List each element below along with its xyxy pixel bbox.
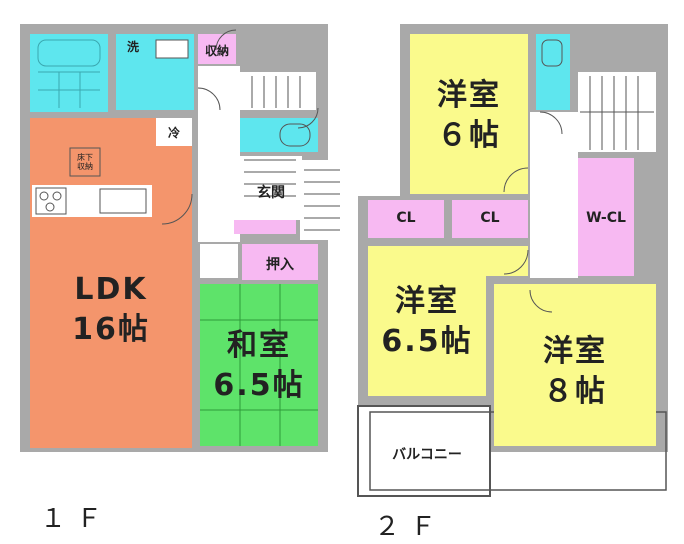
tatami-lines	[200, 284, 318, 446]
underfloor-storage-label: 床下 収納	[77, 153, 93, 171]
western-65-label: 洋室 6.5帖	[381, 284, 473, 359]
bath-tiles	[37, 39, 101, 108]
ldk-room	[30, 118, 192, 448]
western-6-label: 洋室 ６帖	[437, 78, 501, 153]
fridge-label: 冷	[167, 126, 180, 140]
wcl-label: W-CL	[586, 210, 626, 226]
toilet-2f	[536, 34, 570, 110]
entrance-label: 玄関	[257, 185, 285, 201]
stair-landing	[200, 244, 238, 278]
fridge-space	[156, 118, 192, 146]
stove	[35, 187, 67, 215]
cl-right-room	[452, 200, 528, 238]
closet-1f	[242, 244, 318, 280]
hall-2f	[530, 112, 578, 278]
stairs-lines	[244, 76, 340, 231]
cl-left-room	[368, 200, 444, 238]
kitchen-counter	[32, 185, 152, 217]
toilet-fixture-2f	[541, 39, 563, 67]
hall-1f	[198, 66, 240, 242]
entrance-area	[240, 156, 302, 220]
balcony-label: バルコニー	[392, 447, 462, 463]
floor1-label: １Ｆ	[40, 504, 113, 534]
western-8-label: 洋室 ８帖	[543, 334, 607, 409]
shoe-box	[234, 220, 296, 234]
door-swings-1f	[161, 29, 319, 225]
cl-right-label: CL	[480, 210, 500, 226]
washbasin	[155, 39, 189, 59]
bathroom	[30, 34, 108, 112]
underfloor-storage-box	[69, 147, 101, 177]
toilet-fixture	[279, 123, 311, 147]
floor1-plan	[20, 24, 344, 452]
floor2-plan	[357, 24, 668, 497]
ldk-label: LDK 16帖	[72, 272, 150, 347]
washitsu-label: 和室 6.5帖	[213, 328, 305, 403]
toilet-1f	[240, 118, 318, 152]
western-8-room	[494, 284, 656, 446]
cl-left-label: CL	[396, 210, 416, 226]
wcl-room	[578, 158, 634, 276]
kitchen-sink	[99, 188, 147, 214]
balcony-area	[357, 405, 491, 497]
washitsu-room	[200, 284, 318, 446]
western-6-room	[410, 34, 528, 194]
stairs-lines-2f	[580, 76, 654, 150]
western-65-ext	[486, 246, 528, 276]
door-swings-2f	[503, 111, 563, 313]
storage-room	[198, 34, 236, 64]
floor2-label: ２Ｆ	[374, 512, 447, 542]
stairs-1f	[240, 72, 316, 110]
storage-label: 収納	[204, 44, 229, 58]
closet-1f-label: 押入	[266, 257, 294, 273]
western-65-room	[368, 246, 486, 396]
porch	[300, 160, 344, 240]
wash-label: 洗	[126, 40, 139, 54]
